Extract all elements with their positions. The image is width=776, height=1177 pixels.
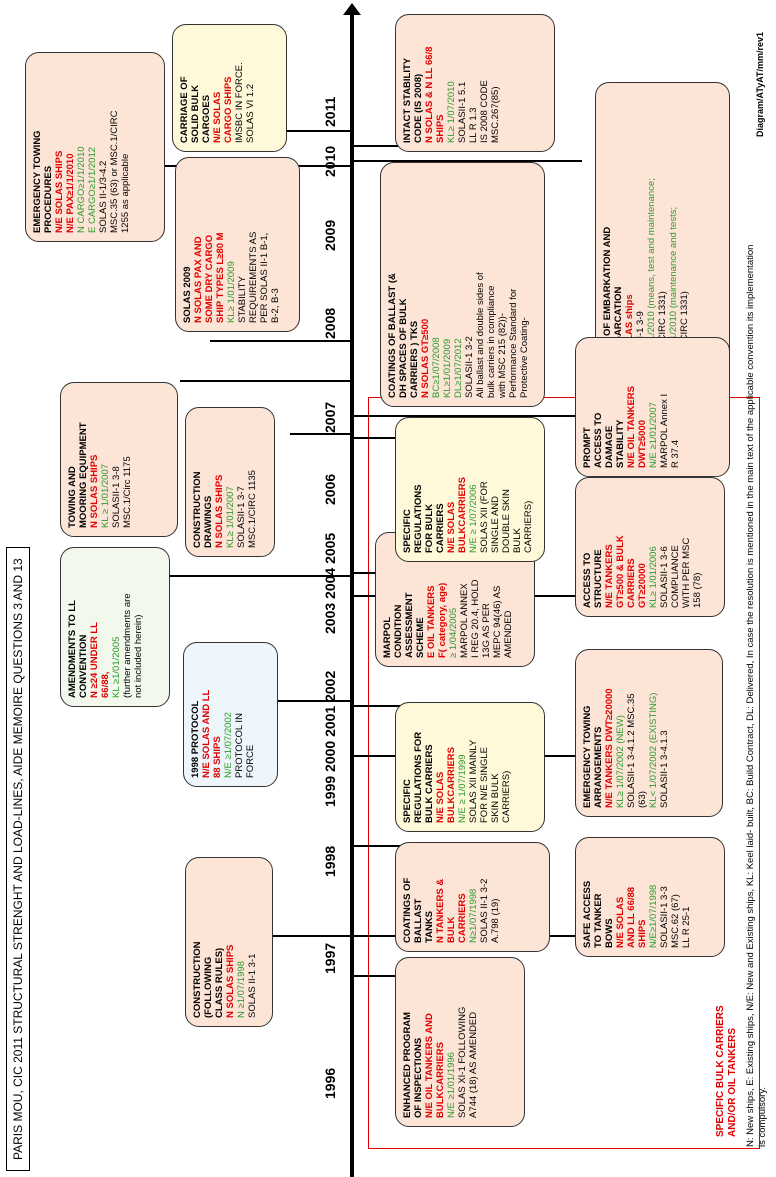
connector-line bbox=[165, 575, 352, 577]
year-label: 1998 bbox=[322, 845, 338, 877]
year-label: 2006 bbox=[322, 473, 338, 505]
year-label: 2009 bbox=[322, 219, 338, 251]
diagram-title: PARIS MOU, CIC 2011 STRUCTURAL STRENGHT … bbox=[6, 547, 30, 1171]
timeline-arrow-icon bbox=[343, 3, 361, 15]
year-label: 1999 2000 2001 2002 bbox=[322, 670, 338, 807]
connector-line bbox=[210, 340, 352, 342]
special-region-label: SPECIFIC BULK CARRIERS AND/OR OIL TANKER… bbox=[715, 1005, 738, 1137]
year-label: 1997 bbox=[322, 942, 338, 974]
footnote: N: New ships, E: Existing ships, N/E: Ne… bbox=[745, 244, 768, 1147]
connector-line bbox=[352, 975, 400, 977]
year-label: 2011 bbox=[322, 96, 338, 127]
connector-line bbox=[180, 380, 352, 382]
box-solas-2009: SOLAS 2009 N SOLAS PAX AND SOME DRY CARG… bbox=[175, 157, 300, 332]
year-label: 2003 2004 2005 bbox=[322, 532, 338, 634]
connector-line bbox=[270, 935, 352, 937]
timeline-axis bbox=[350, 7, 354, 1177]
year-label: 1996 bbox=[322, 1067, 338, 1099]
connector-line bbox=[290, 433, 352, 435]
box-1998-protocol: 1998 PROTOCOL N/E SOLAS AND LL 88 SHIPS … bbox=[183, 642, 278, 787]
year-label: 2008 bbox=[322, 307, 338, 339]
year-label: 2007 bbox=[322, 401, 338, 433]
diagram-reference: Diagram/ATyAT/mm/rev1 bbox=[755, 31, 765, 137]
year-label: 2010 bbox=[322, 145, 338, 177]
